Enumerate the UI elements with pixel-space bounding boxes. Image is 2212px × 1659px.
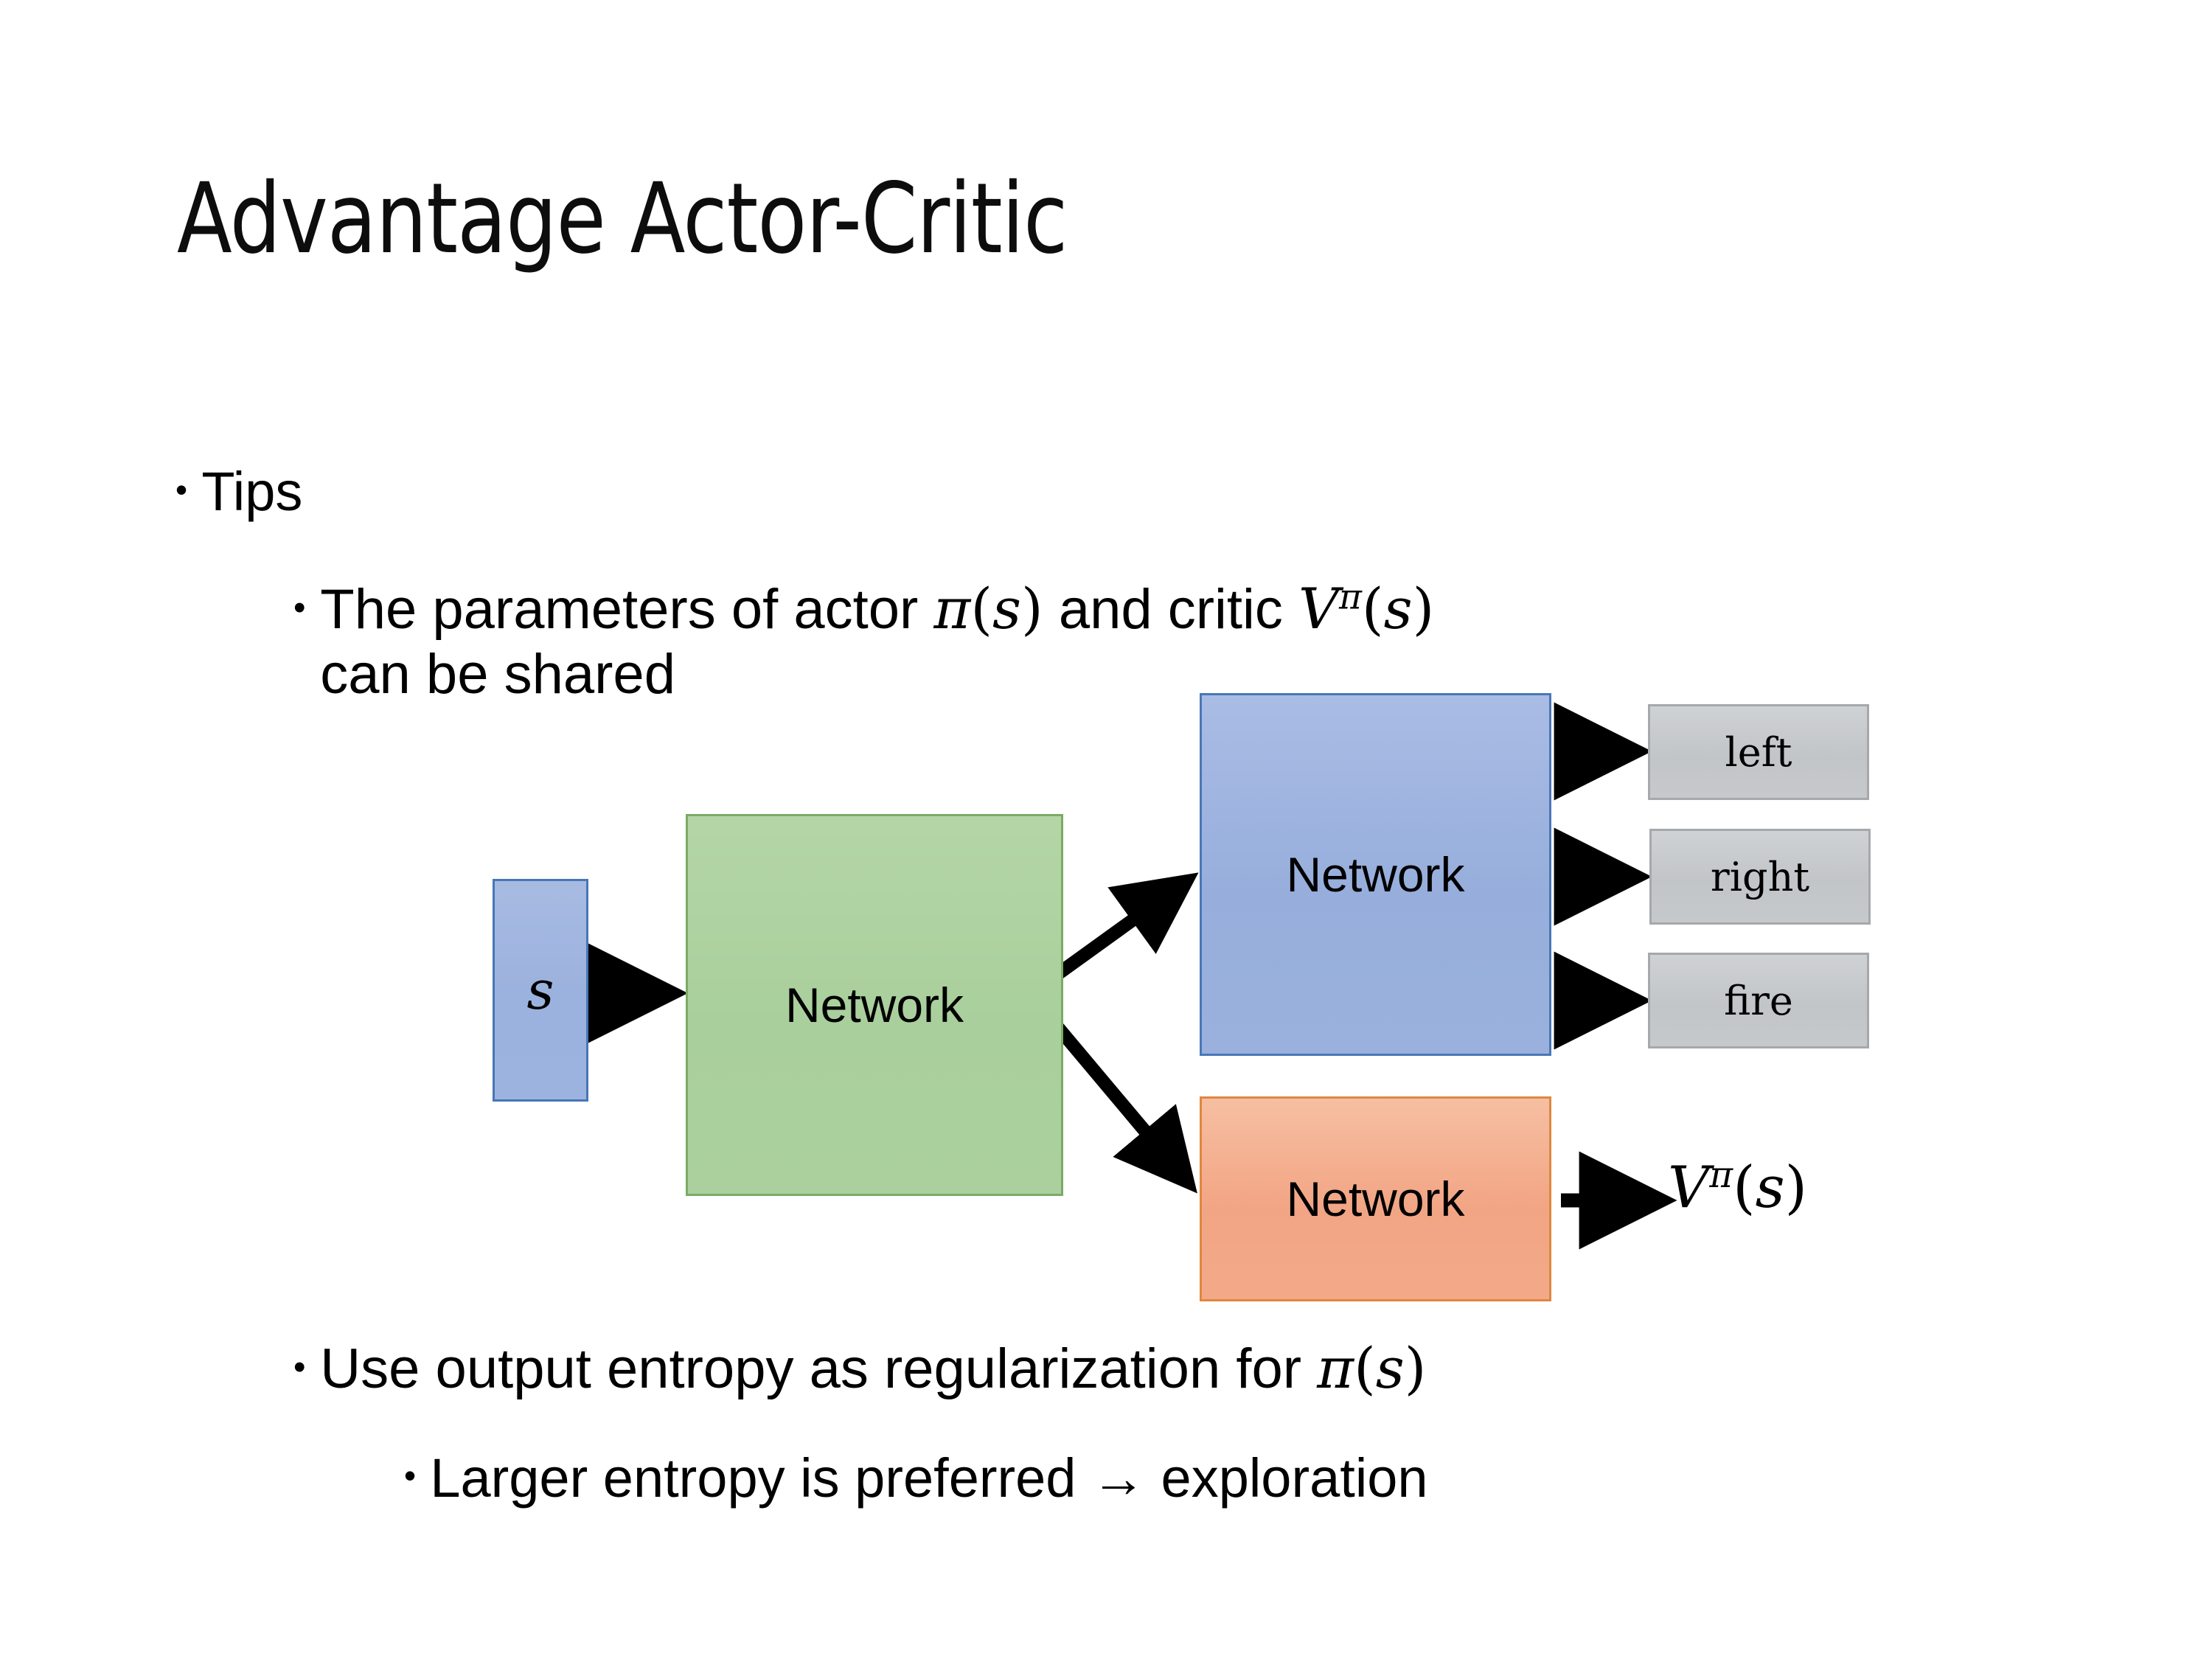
bullet-larger-entropy: • Larger entropy is preferred → explorat… <box>404 1447 2100 1510</box>
page-title: Advantage Actor-Critic <box>177 162 1068 276</box>
pi-superscript: π <box>1709 1155 1733 1196</box>
s-symbol: s <box>992 576 1022 641</box>
s-symbol: s <box>1383 576 1413 641</box>
pi-symbol: π <box>933 576 971 641</box>
shared-text-line2: can be shared <box>320 643 675 706</box>
bullet-tips: • Tips <box>175 461 1060 523</box>
pi-superscript: π <box>1338 577 1362 618</box>
shared-network-box: Network <box>686 814 1063 1196</box>
action-output-label: fire <box>1724 977 1793 1024</box>
value-output-label: Vπ(s) <box>1668 1154 1807 1221</box>
bullet-marker-icon: • <box>293 1346 306 1386</box>
pi-symbol: π <box>1317 1335 1354 1401</box>
entropy-text-before: Use output entropy as regularization for <box>320 1338 1318 1400</box>
bullet-entropy-regularization: • Use output entropy as regularization f… <box>293 1335 2078 1402</box>
bullet-marker-icon: • <box>404 1456 417 1495</box>
paren-close: ) <box>1404 1335 1427 1401</box>
bullet-marker-icon: • <box>293 587 306 627</box>
shared-text-middle: and critic <box>1043 578 1299 641</box>
action-output-fire: fire <box>1648 953 1869 1048</box>
action-output-label: right <box>1710 853 1810 900</box>
bullet-larger-entropy-label: Larger entropy is preferred → exploratio… <box>430 1447 1428 1509</box>
shared-network-label: Network <box>785 978 964 1032</box>
bullet-shared-parameters-label: The parameters of actor π(s) and critic … <box>320 576 2078 707</box>
paren-close: ) <box>1021 576 1043 641</box>
v-symbol: V <box>1668 1155 1710 1221</box>
bullet-shared-parameters: • The parameters of actor π(s) and criti… <box>293 576 2078 707</box>
actor-network-label: Network <box>1286 847 1465 902</box>
paren-close: ) <box>1412 576 1435 641</box>
s-symbol: s <box>1755 1155 1785 1221</box>
v-symbol: V <box>1298 576 1339 641</box>
state-input-box: s <box>493 879 588 1102</box>
critic-network-box: Network <box>1200 1096 1551 1301</box>
action-output-label: left <box>1725 728 1792 776</box>
bullet-tips-label: Tips <box>201 461 303 522</box>
actor-network-box: Network <box>1200 693 1551 1056</box>
action-output-right: right <box>1649 829 1871 925</box>
paren-open: ( <box>1361 576 1384 641</box>
paren-open: ( <box>970 576 993 641</box>
paren-open: ( <box>1733 1155 1756 1221</box>
s-symbol: s <box>1375 1335 1405 1401</box>
state-input-label: s <box>526 959 554 1021</box>
paren-open: ( <box>1354 1335 1376 1401</box>
action-output-left: left <box>1648 704 1869 800</box>
shared-text-before: The parameters of actor <box>320 578 934 641</box>
bullet-marker-icon: • <box>175 470 188 509</box>
bullet-entropy-label: Use output entropy as regularization for… <box>320 1335 2078 1402</box>
critic-network-label: Network <box>1286 1172 1465 1226</box>
paren-close: ) <box>1784 1155 1808 1221</box>
